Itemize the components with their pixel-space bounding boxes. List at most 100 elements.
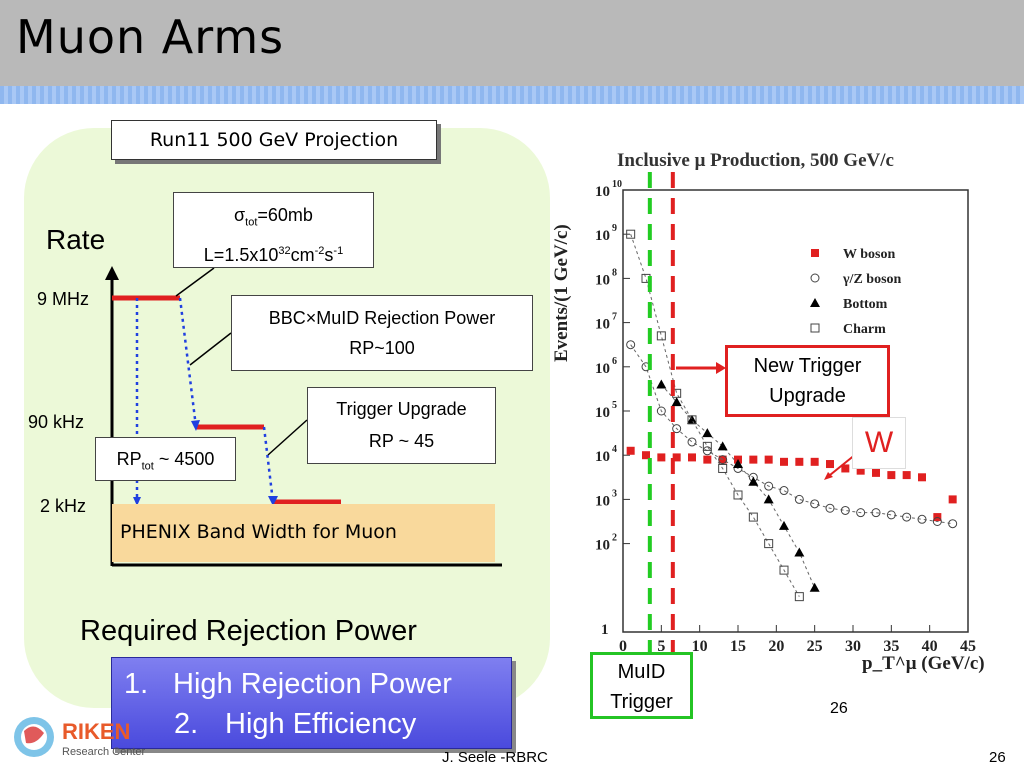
- required-rejection-label: Required Rejection Power: [80, 615, 417, 647]
- y-tick-label: 10: [595, 538, 610, 554]
- svg-text:Research Center: Research Center: [62, 746, 145, 758]
- data-point: [948, 495, 957, 504]
- requirements-list: 1. High Rejection Power 2. High Efficien…: [111, 657, 512, 749]
- y-tick-label: 1: [601, 622, 609, 638]
- data-point: [918, 473, 926, 482]
- data-point: [932, 517, 942, 526]
- pointer-bbc: [189, 332, 232, 366]
- data-point: [871, 508, 881, 518]
- y-tick-exponent: 2: [612, 533, 617, 544]
- legend-marker: [811, 249, 819, 257]
- riken-logo: RIKEN Research Center: [14, 717, 145, 758]
- drop-9mhz-to-90khz: [178, 297, 198, 428]
- data-point: [840, 505, 850, 515]
- data-point: [841, 464, 850, 473]
- data-point: [764, 539, 774, 549]
- list-item: High Efficiency: [225, 708, 417, 740]
- bbc-muid-box: BBC×MuID Rejection Power RP~100: [231, 295, 533, 371]
- data-point: [749, 455, 758, 464]
- legend-marker: [810, 323, 820, 333]
- y-tick-exponent: 7: [612, 312, 617, 323]
- data-point: [779, 486, 789, 496]
- x-tick-label: 5: [657, 638, 665, 655]
- y-tick-label: 10: [595, 361, 610, 377]
- data-point: [887, 471, 896, 480]
- data-point: [718, 455, 728, 465]
- y-tick-exponent: 4: [612, 444, 617, 455]
- data-point: [672, 453, 681, 462]
- legend-label: γ/Z boson: [842, 272, 902, 287]
- data-point: [794, 547, 805, 557]
- list-item: High Rejection Power: [173, 668, 452, 700]
- y-tick-label: 10: [595, 184, 610, 200]
- slide-title: Muon Arms: [16, 10, 285, 64]
- data-point: [671, 397, 682, 407]
- new-trigger-line2: Upgrade: [769, 385, 846, 407]
- data-point: [748, 512, 758, 522]
- cross-section-line: σtot=60mb: [234, 205, 313, 229]
- data-point: [764, 455, 773, 464]
- chart-title: Inclusive μ Production, 500 GeV/c: [617, 150, 894, 171]
- data-point: [902, 512, 912, 522]
- new-trigger-line1: New Trigger: [753, 355, 862, 377]
- x-tick-label: 35: [883, 638, 899, 655]
- list-item-number: 2.: [174, 708, 199, 740]
- x-tick-label: 15: [730, 638, 746, 655]
- series-fit-line: [630, 344, 953, 525]
- rate-level-label: 90 kHz: [28, 412, 85, 432]
- arrowhead-90khz: [191, 420, 200, 431]
- rate-axis-label: Rate: [46, 224, 106, 255]
- data-point: [626, 340, 636, 350]
- y-tick-exponent: 3: [612, 488, 617, 499]
- rate-level-label: 2 kHz: [40, 496, 87, 516]
- w-pointer-arrowhead: [824, 472, 833, 480]
- data-point: [917, 514, 927, 524]
- data-point: [733, 490, 743, 500]
- pointer-sigma: [175, 267, 215, 297]
- series-fit-line: [630, 234, 800, 597]
- data-point: [794, 592, 804, 602]
- data-point: [825, 503, 835, 513]
- data-point: [856, 508, 866, 518]
- data-point: [656, 379, 667, 389]
- data-point: [948, 519, 958, 529]
- svg-text:RIKEN: RIKEN: [62, 719, 130, 744]
- footer-author: J. Seele -RBRC: [442, 749, 548, 766]
- x-tick-label: 10: [692, 638, 708, 655]
- inner-page-number: 26: [830, 700, 848, 717]
- y-tick-exponent: 6: [612, 356, 617, 367]
- total-rp-box: RPtot ~ 4500: [95, 437, 236, 481]
- data-point: [656, 331, 666, 341]
- bbc-muid-title: BBC×MuID Rejection Power: [268, 308, 496, 328]
- data-point: [733, 459, 743, 469]
- data-point: [872, 468, 880, 477]
- projection-box: Run11 500 GeV Projection: [111, 120, 437, 160]
- phenix-bandwidth-box: PHENIX Band Width for Muon: [112, 504, 495, 562]
- rate-level-label: 9 MHz: [37, 289, 90, 309]
- x-tick-label: 40: [922, 638, 938, 655]
- data-point: [657, 453, 666, 462]
- y-tick-label: 10: [595, 317, 610, 333]
- luminosity-line: L=1.5x1032cm-2s-1: [203, 244, 344, 265]
- data-point: [763, 494, 774, 504]
- muid-line1: MuID: [617, 661, 666, 683]
- muid-trigger-callout: MuID Trigger: [590, 652, 693, 719]
- x-tick-label: 0: [619, 638, 627, 655]
- x-tick-label: 20: [768, 638, 784, 655]
- x-tick-label: 45: [960, 638, 976, 655]
- y-tick-label: 10: [595, 272, 610, 288]
- new-trigger-arrowhead: [716, 362, 726, 374]
- cross-section-box: σtot=60mb L=1.5x1032cm-2s-1: [173, 192, 374, 268]
- muid-line2: Trigger: [610, 691, 673, 713]
- data-point: [826, 460, 834, 469]
- data-point: [687, 415, 697, 425]
- data-point: [703, 455, 712, 464]
- x-tick-label: 30: [845, 638, 861, 655]
- y-tick-exponent: 8: [612, 267, 617, 278]
- legend-label: Charm: [843, 322, 886, 337]
- new-trigger-callout: New Trigger Upgrade: [725, 345, 890, 417]
- data-point: [810, 499, 820, 509]
- rate-axis-arrow: [105, 266, 119, 280]
